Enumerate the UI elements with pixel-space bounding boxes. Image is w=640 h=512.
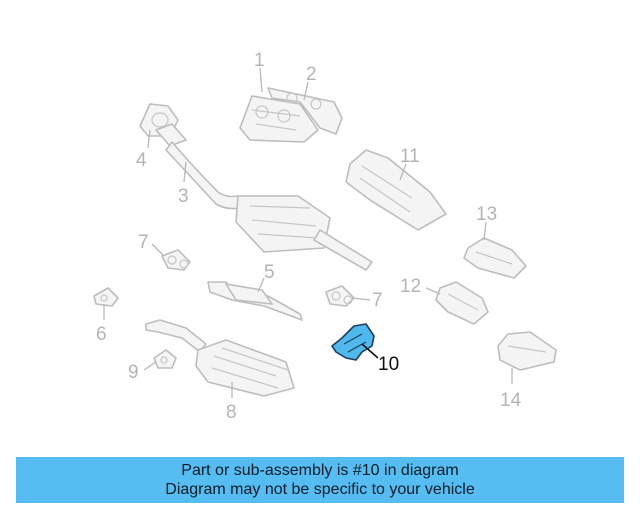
bracket-part-6 [93,287,119,307]
heat-shield-part-14 [497,331,557,371]
heat-shield-part-11 [345,149,447,231]
exhaust-hanger-part-7-upper [161,249,191,271]
callout-7-upper: 7 [138,232,149,253]
highlighted-bracket-part-10[interactable] [331,323,375,361]
callout-13: 13 [476,204,497,225]
callout-3: 3 [178,186,189,207]
leader-lines [103,67,513,398]
callout-9: 9 [128,362,139,383]
manifold-gasket-part-2 [267,87,343,135]
front-pipe-catalytic-converter-part-3 [165,141,373,271]
exhaust-system-diagram: 1 2 3 4 11 13 7 5 12 7 6 10 9 8 14 [93,50,557,423]
banner-line-part-number: Part or sub-assembly is #10 in diagram [181,462,459,479]
callout-12: 12 [400,276,421,297]
exhaust-manifold-part-1 [239,95,319,143]
callout-4: 4 [136,150,147,171]
exhaust-hanger-part-7-lower [325,285,355,307]
center-pipe-resonator-part-5 [207,281,303,321]
heat-shield-part-13 [463,237,527,279]
callout-7-lower: 7 [372,290,383,311]
callout-1: 1 [254,50,265,71]
heat-shield-part-12 [435,281,489,325]
flange-gasket-part-4 [139,103,187,147]
info-banner: Part or sub-assembly is #10 in diagram D… [16,457,624,503]
callout-11: 11 [400,146,420,167]
callout-10[interactable]: 10 [378,354,399,375]
clamp-part-9 [153,349,177,369]
callout-6: 6 [96,324,107,345]
banner-line-disclaimer: Diagram may not be specific to your vehi… [165,481,475,498]
callout-8: 8 [226,402,237,423]
callout-14: 14 [500,390,522,411]
callout-2: 2 [306,64,317,85]
rear-muffler-part-8 [145,319,295,397]
callout-5: 5 [264,262,275,283]
